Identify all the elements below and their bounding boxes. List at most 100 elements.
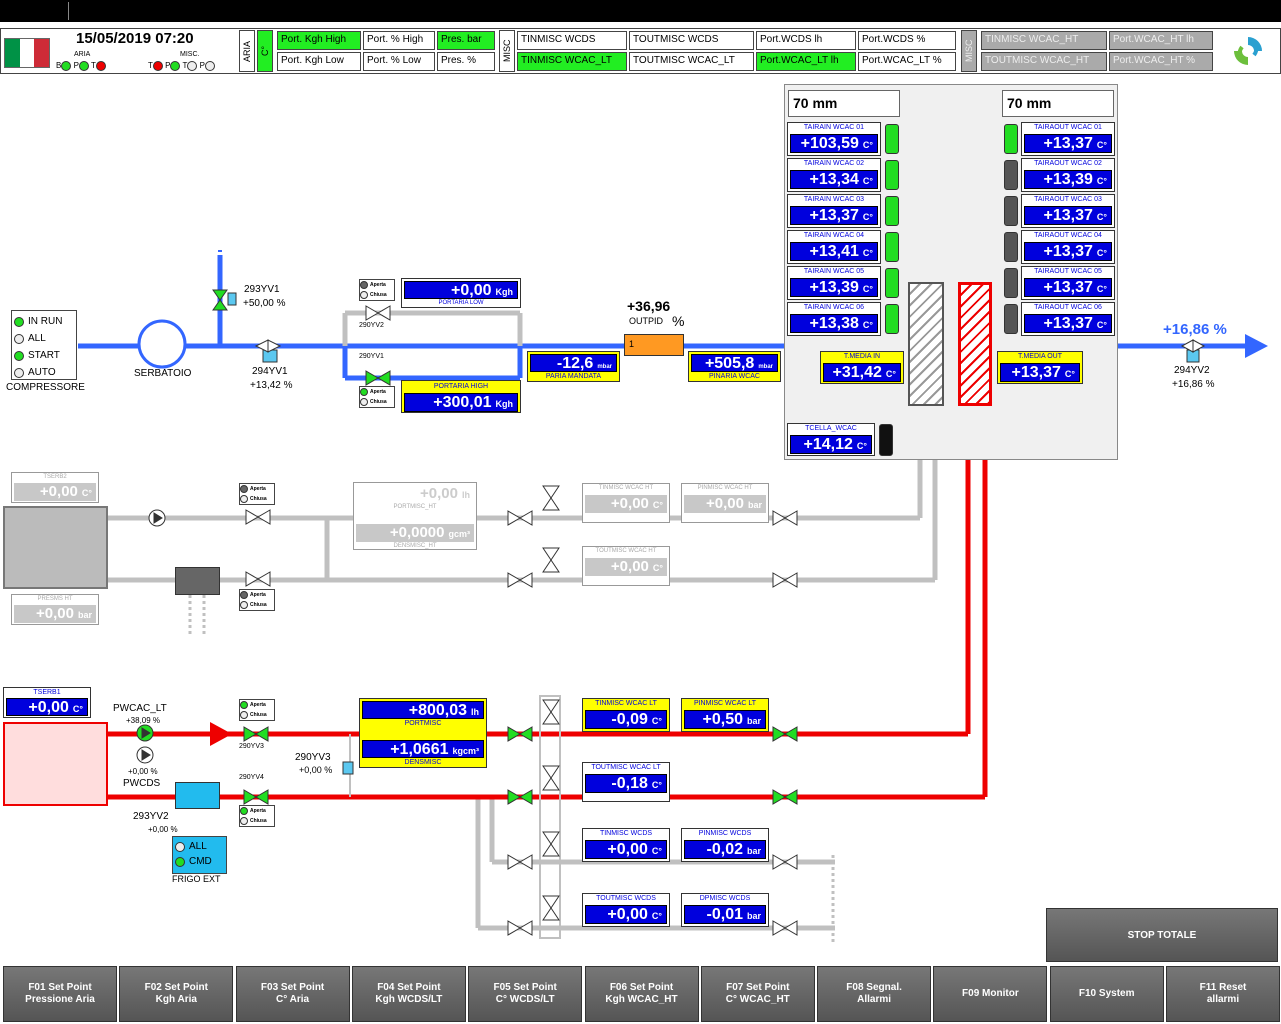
hdr-cell[interactable]: TINMISC WCDS: [517, 31, 627, 50]
logo-icon: [1234, 37, 1262, 65]
valve-290yv3-tag-small: 290YV3: [239, 743, 264, 750]
hdr-cell[interactable]: TOUTMISC WCDS: [629, 31, 754, 50]
stop-totale-button[interactable]: STOP TOTALE: [1046, 908, 1278, 962]
right-status-indicator: [1004, 160, 1018, 190]
valve-290yv3-value: +0,00 %: [299, 765, 333, 775]
pwcds-value: +0,00 %: [128, 767, 158, 776]
hdr-cell[interactable]: Port. % High: [363, 31, 435, 50]
function-key-9[interactable]: F09 Monitor: [933, 966, 1048, 1022]
function-key-6[interactable]: F06 Set Point Kgh WCAC_HT: [584, 966, 699, 1022]
aria-label: ARIA: [74, 51, 91, 58]
hdr-cell[interactable]: Port. % Low: [363, 52, 435, 71]
misc-leds: T P T P: [148, 61, 215, 71]
left-status-indicator: [885, 304, 899, 334]
compressor-panel[interactable]: IN RUN ALL START AUTO: [11, 310, 77, 380]
function-key-2[interactable]: F02 Set Point Kgh Aria: [119, 966, 234, 1022]
pipe-diagram: [78, 250, 1268, 942]
hdr-cell[interactable]: Port. Kgh Low: [277, 52, 361, 71]
hdr-cell[interactable]: Port.WCAC_HT lh: [1109, 31, 1213, 50]
function-key-3[interactable]: F03 Set Point C° Aria: [235, 966, 350, 1022]
pump-block: [175, 567, 220, 595]
hdr-cell[interactable]: Pres. %: [437, 52, 495, 71]
function-key-7[interactable]: F07 Set Point C° WCAC_HT: [700, 966, 815, 1022]
serbatoio-label: SERBATOIO: [134, 368, 192, 379]
hdr-cell[interactable]: Port. Kgh High: [277, 31, 361, 50]
right-status-indicator: [1004, 268, 1018, 298]
auto-label: AUTO: [28, 367, 56, 378]
function-key-8[interactable]: F08 Segnal. Allarmi: [817, 966, 932, 1022]
left-size-label: 70 mm: [788, 90, 900, 117]
left-status-indicator: [885, 268, 899, 298]
hdr-cell[interactable]: Port.WCAC_HT %: [1109, 52, 1213, 71]
compressor-label: COMPRESSORE: [6, 382, 85, 393]
hdr-cell[interactable]: Port.WCAC_LT lh: [756, 52, 856, 71]
pwcac-lt-value: +38,09 %: [126, 716, 161, 725]
function-key-10[interactable]: F10 System: [1049, 966, 1164, 1022]
valve-290yv3-tag: 290YV3: [295, 752, 331, 763]
frigo-ext-panel[interactable]: ALL CMD: [172, 836, 227, 874]
left-status-indicator: [885, 124, 899, 154]
hdr-cell[interactable]: Pres. bar: [437, 31, 495, 50]
hdr-cell[interactable]: TOUTMISC WCAC_HT: [981, 52, 1107, 71]
valve-293yv1-value: +50,00 %: [243, 298, 286, 309]
function-key-11[interactable]: F11 Reset allarmi: [1166, 966, 1280, 1022]
hdr-cell[interactable]: Port.WCDS lh: [756, 31, 856, 50]
valve-290yv1-tag: 290YV1: [359, 353, 384, 360]
function-key-5[interactable]: F05 Set Point C° WCDS/LT: [468, 966, 583, 1022]
valve-294yv2-value: +16,86 %: [1172, 379, 1215, 390]
function-key-4[interactable]: F04 Set Point Kgh WCDS/LT: [351, 966, 466, 1022]
outpid-box[interactable]: 1: [624, 334, 684, 356]
hdr-cell[interactable]: TOUTMISC WCAC_LT: [629, 52, 754, 71]
aria-leds: B P T: [56, 61, 106, 71]
misc-label: MISC.: [180, 51, 200, 58]
function-key-1[interactable]: F01 Set Point Pressione Aria: [3, 966, 117, 1022]
hdr-cell[interactable]: Port.WCAC_LT %: [858, 52, 956, 71]
valve-294yv2-pct: +16,86 %: [1163, 321, 1227, 338]
hdr-cell[interactable]: TINMISC WCAC_LT: [517, 52, 627, 71]
datetime: 15/05/2019 07:20: [76, 30, 194, 47]
right-status-indicator: [1004, 232, 1018, 262]
hdr-cell[interactable]: Port.WCDS %: [858, 31, 956, 50]
hdr-cell[interactable]: TINMISC WCAC_HT: [981, 31, 1107, 50]
